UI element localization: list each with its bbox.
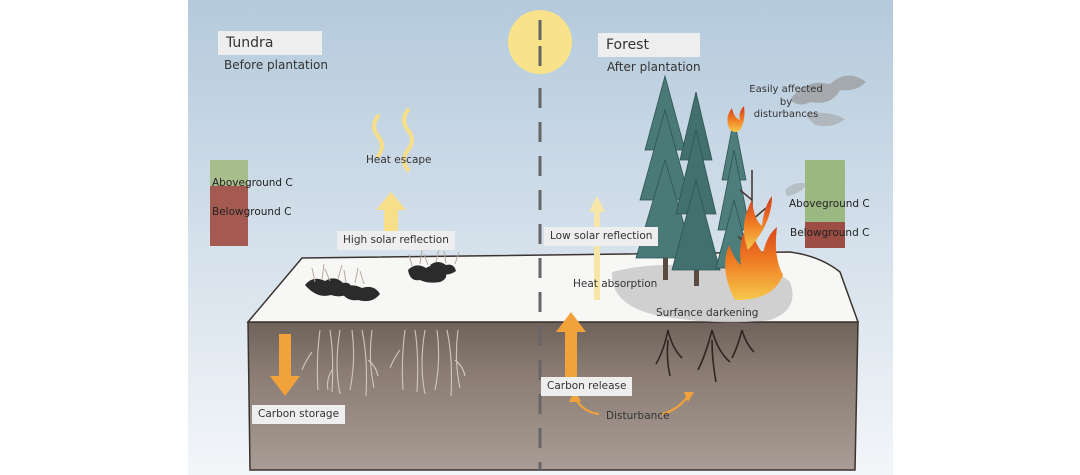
solar-reflection-arrow — [376, 192, 406, 236]
shrub-grass — [311, 248, 460, 285]
heat-wave-icon — [372, 108, 414, 172]
rock-icon — [305, 262, 456, 302]
left-belowground-bar — [210, 186, 248, 246]
carbon-storage-arrow — [270, 334, 300, 396]
forest-subtitle: After plantation — [607, 60, 701, 74]
ground-block — [246, 251, 860, 471]
spruce-tree-icon — [671, 91, 721, 286]
heat-absorption-label: Heat absorption — [573, 278, 658, 290]
heat-escape-label: Heat escape — [366, 154, 432, 166]
disturbance-arrowhead — [684, 392, 694, 402]
disturbance-arrowhead — [569, 390, 581, 402]
left-aboveground-label: Aboveground C — [212, 177, 293, 189]
disturbances-label: Easily affected by disturbances — [749, 84, 823, 120]
carbon-storage-label: Carbon storage — [252, 405, 346, 424]
right-belowground-label: Belowground C — [790, 227, 870, 239]
left-aboveground-bar — [210, 160, 248, 186]
right-aboveground-bar — [805, 160, 845, 222]
tundra-subtitle: Before plantation — [224, 58, 329, 72]
low-solar-reflection-label: Low solar reflection — [544, 227, 659, 246]
forest-title: Forest — [598, 33, 700, 57]
soil-layer — [247, 321, 859, 471]
surface-darkening-label: Surfance darkening — [656, 307, 759, 319]
tundra-title: Tundra — [218, 31, 322, 55]
root-icon — [301, 329, 466, 397]
disturbance-label: Disturbance — [606, 410, 670, 422]
high-solar-reflection-label: High solar reflection — [337, 231, 455, 250]
low-reflection-arrow — [589, 196, 605, 300]
right-aboveground-label: Aboveground C — [789, 198, 870, 210]
left-belowground-label: Belowground C — [212, 206, 292, 218]
root-icon — [655, 329, 755, 383]
smoke-cloud-icon — [785, 75, 866, 196]
carbon-release-arrow — [556, 312, 586, 380]
fire-icon — [725, 106, 783, 301]
right-belowground-bar — [805, 222, 845, 248]
carbon-release-label: Carbon release — [541, 377, 633, 396]
sun-icon — [508, 10, 572, 74]
